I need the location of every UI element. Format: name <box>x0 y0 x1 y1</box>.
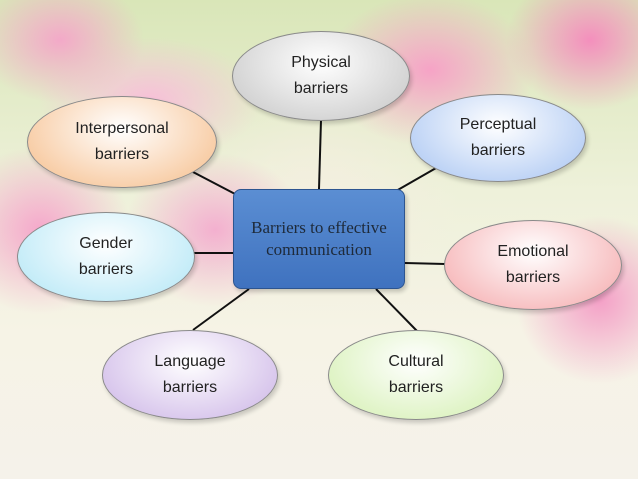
node-gender: Gender barriers <box>17 212 195 302</box>
center-line-1: Barriers to <box>251 218 324 237</box>
node-physical-line-1: Physical <box>291 54 351 71</box>
node-cultural: Cultural barriers <box>328 330 504 420</box>
node-cultural-line-1: Cultural <box>388 353 444 370</box>
node-emotional: Emotional barriers <box>444 220 622 310</box>
node-gender-line-2: barriers <box>78 261 134 278</box>
node-language: Language barriers <box>102 330 278 420</box>
node-perceptual-line-2: barriers <box>470 142 526 159</box>
center-line-2: effective <box>327 218 387 237</box>
node-interpersonal-line-2: barriers <box>94 146 150 163</box>
node-interpersonal: Interpersonal barriers <box>27 96 217 188</box>
connector-emotional <box>404 262 446 265</box>
connector-physical <box>318 119 322 190</box>
node-language-line-2: barriers <box>162 379 218 396</box>
node-perceptual-line-1: Perceptual <box>459 116 537 133</box>
center-line-3: communication <box>266 240 372 259</box>
node-language-line-1: Language <box>154 353 226 370</box>
center-node: Barriers to effective communication <box>233 189 405 289</box>
node-perceptual: Perceptual barriers <box>410 94 586 182</box>
connector-cultural <box>375 288 418 332</box>
node-physical-line-2: barriers <box>293 80 349 97</box>
node-emotional-line-2: barriers <box>505 269 561 286</box>
node-gender-line-1: Gender <box>79 235 133 252</box>
node-physical: Physical barriers <box>232 31 410 121</box>
node-cultural-line-2: barriers <box>388 379 444 396</box>
connector-interpersonal <box>192 171 238 196</box>
node-emotional-line-1: Emotional <box>497 243 569 260</box>
node-interpersonal-line-1: Interpersonal <box>75 120 169 137</box>
connector-language <box>192 288 250 331</box>
